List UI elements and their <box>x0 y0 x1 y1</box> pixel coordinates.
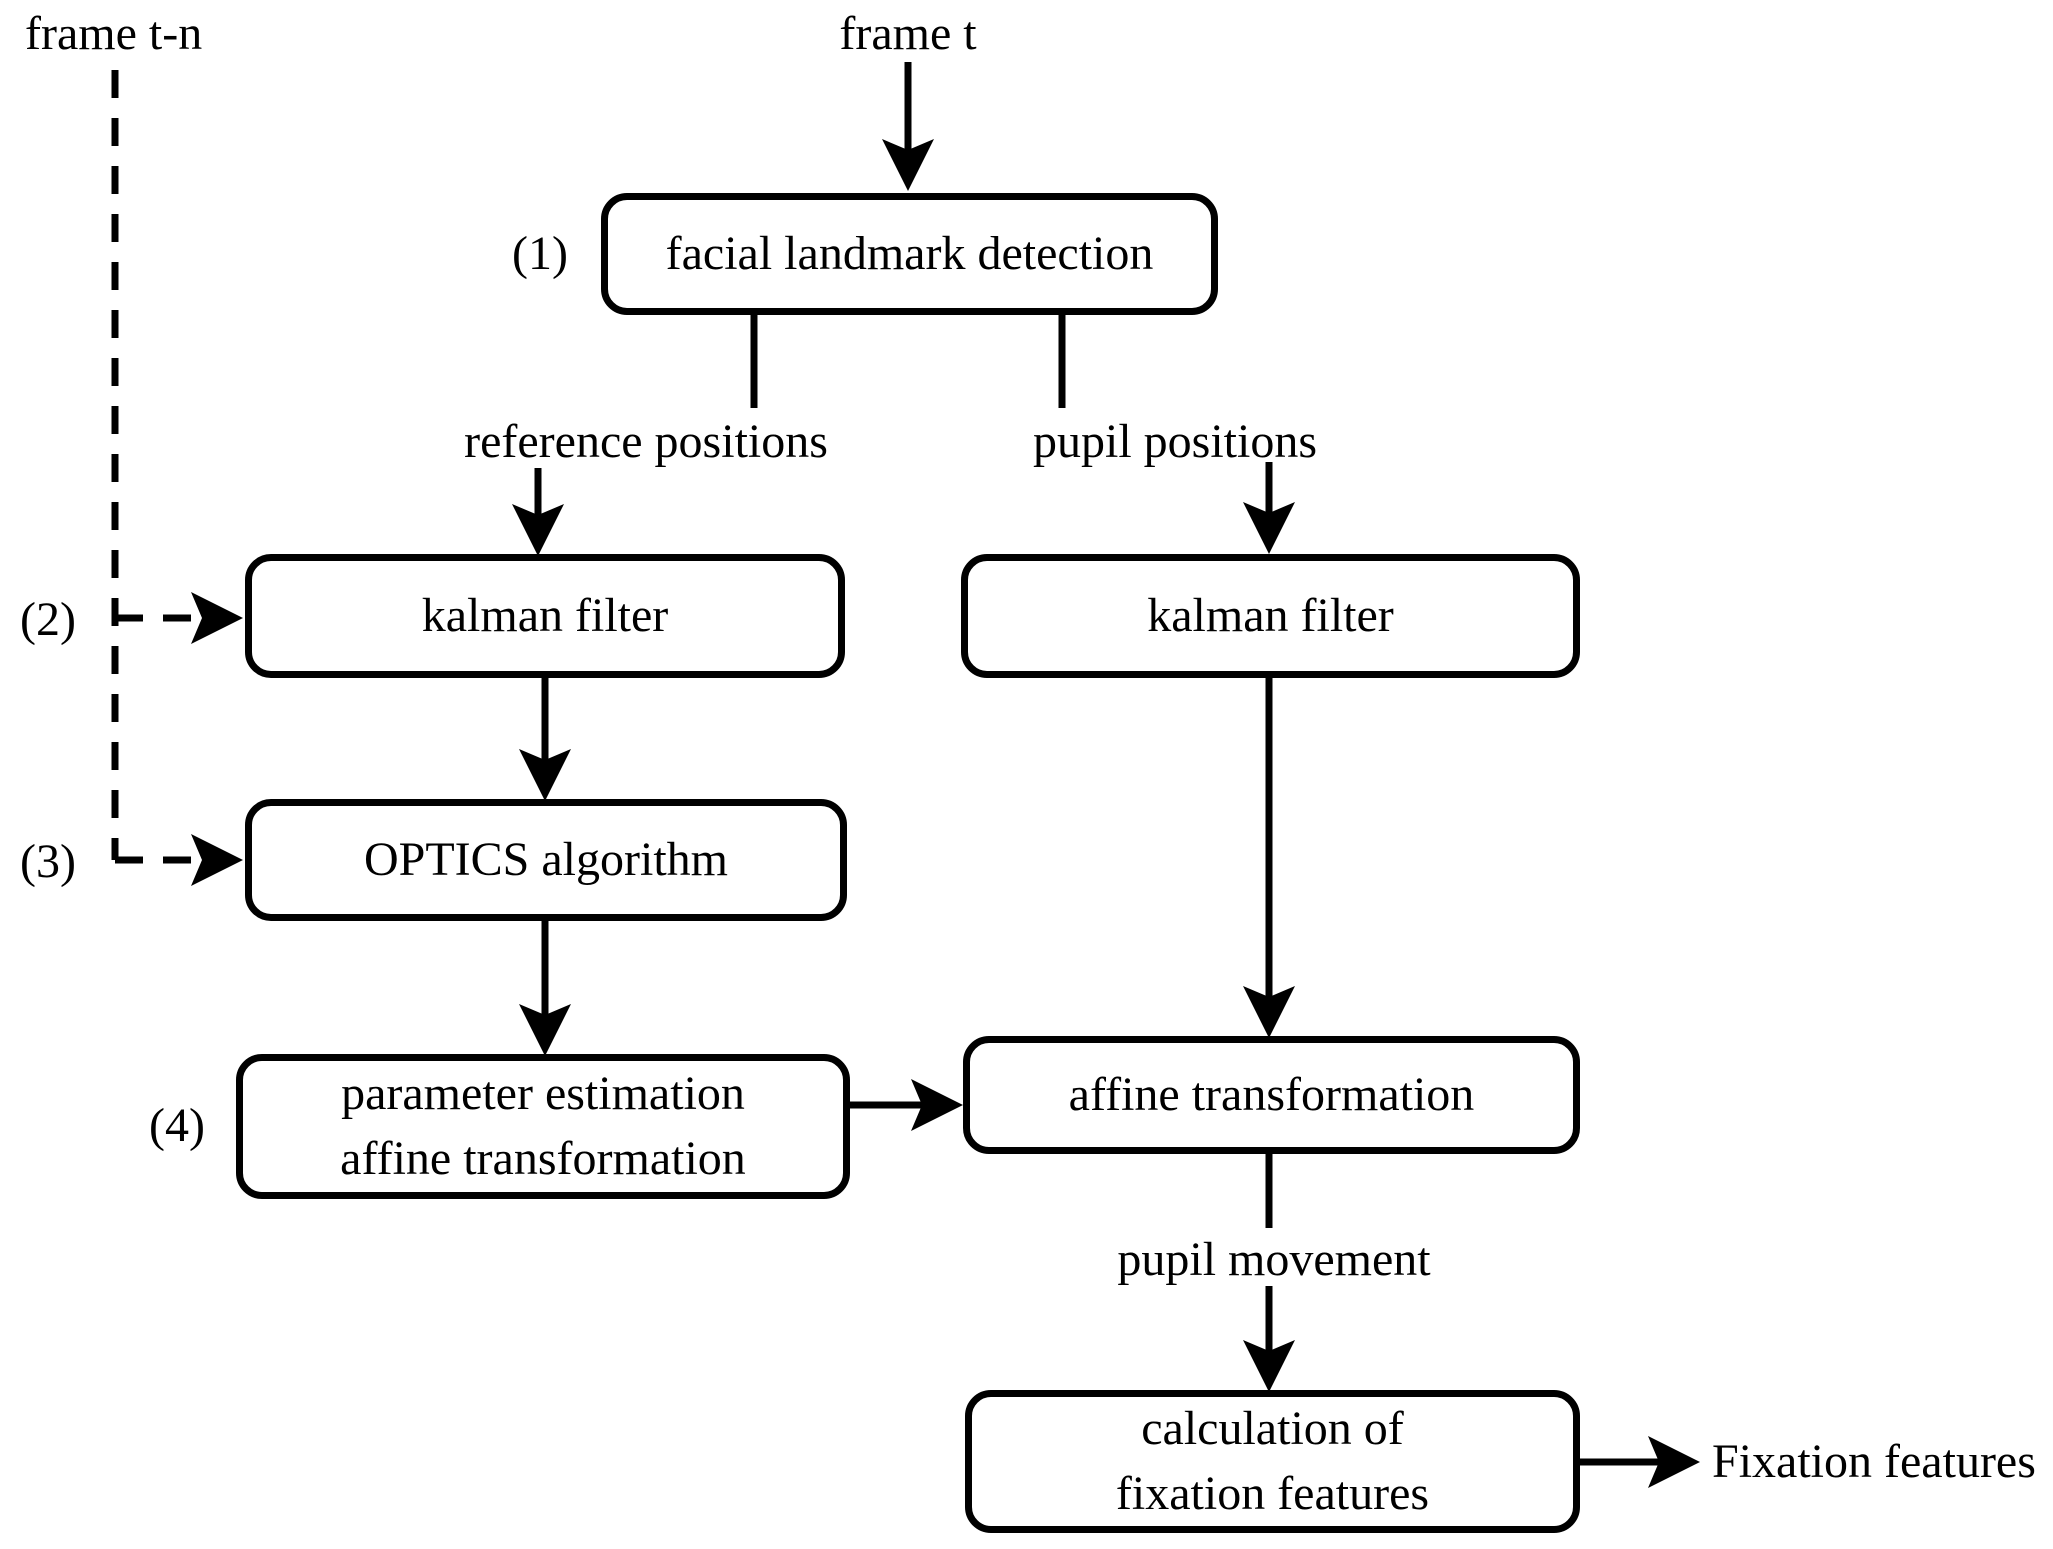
label-step-2: (2) <box>20 593 76 646</box>
label-step-1: (1) <box>512 227 568 280</box>
edge-kalman-to-affine-arrowhead-icon <box>1243 986 1295 1038</box>
node-label-stack: calculation of fixation features <box>1116 1397 1429 1527</box>
node-parameter-estimation: parameter estimation affine transformati… <box>236 1054 850 1199</box>
edge-parameter-to-affine-arrowhead-icon <box>911 1079 963 1131</box>
node-label: kalman filter <box>421 588 669 642</box>
label-pupil-positions: pupil positions <box>1032 415 1318 468</box>
node-calculation-fixation-features: calculation of fixation features <box>965 1390 1580 1533</box>
label-frame-t-n: frame t-n <box>25 7 203 60</box>
edge-calculation-to-output-arrowhead-icon <box>1648 1436 1700 1488</box>
edge-label-to-calculation-arrowhead-icon <box>1243 1340 1295 1392</box>
edge-reference-to-kalman-arrowhead-icon <box>512 504 564 556</box>
node-label: affine transformation <box>1068 1067 1475 1121</box>
node-label-stack: parameter estimation affine transformati… <box>340 1062 746 1192</box>
label-pupil-movement: pupil movement <box>1117 1233 1431 1286</box>
edge-frame-tn-branch2-arrowhead-icon <box>191 592 243 644</box>
node-label: facial landmark detection <box>665 226 1154 280</box>
node-kalman-filter-reference: kalman filter <box>245 554 845 678</box>
node-optics-algorithm: OPTICS algorithm <box>245 799 847 921</box>
edge-pupil-to-kalman-arrowhead-icon <box>1243 502 1295 554</box>
node-label-line2: fixation features <box>1115 1466 1430 1520</box>
label-step-3: (3) <box>20 835 76 888</box>
label-fixation-features-output: Fixation features <box>1712 1435 2036 1488</box>
label-step-4: (4) <box>149 1099 205 1152</box>
node-label: kalman filter <box>1147 588 1394 642</box>
edge-frame-tn-branch3-arrowhead-icon <box>191 834 243 886</box>
edge-optics-to-parameter-arrowhead-icon <box>519 1004 571 1056</box>
node-affine-transformation: affine transformation <box>963 1036 1580 1154</box>
node-facial-landmark-detection: facial landmark detection <box>601 193 1218 315</box>
edge-frame-t-arrowhead-icon <box>882 139 934 191</box>
label-frame-t: frame t <box>839 7 977 60</box>
node-label-line1: parameter estimation <box>341 1066 745 1120</box>
edge-kalman-to-optics-arrowhead-icon <box>519 749 571 801</box>
node-label: OPTICS algorithm <box>363 832 728 886</box>
node-label-line1: calculation of <box>1141 1401 1404 1455</box>
label-reference-positions: reference positions <box>464 415 828 468</box>
node-label-line2: affine transformation <box>340 1131 746 1185</box>
node-kalman-filter-pupil: kalman filter <box>961 554 1580 678</box>
